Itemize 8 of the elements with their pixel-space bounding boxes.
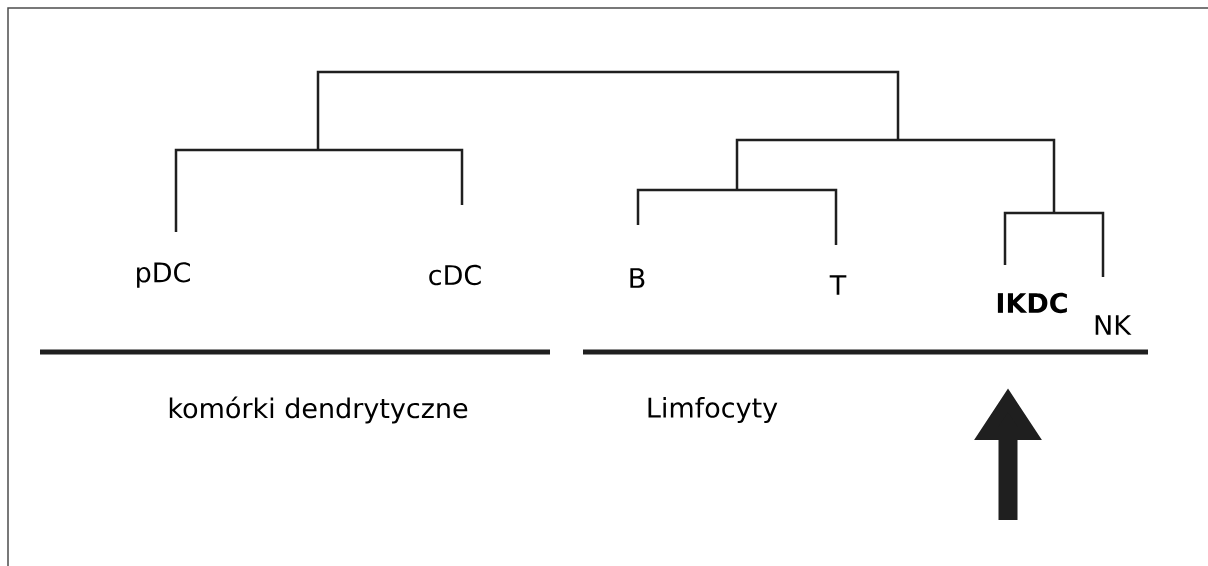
group-label: komórki dendrytyczne [169, 396, 468, 424]
leaf-label: IKDC [997, 292, 1067, 314]
leaf-label: T [829, 275, 847, 295]
leaf-label: pDC [137, 262, 190, 288]
group-label: Limfocyty [648, 396, 778, 424]
leaf-label: NK [1095, 315, 1132, 335]
leaf-label: cDC [429, 264, 481, 286]
leaf-label: B [630, 268, 645, 288]
